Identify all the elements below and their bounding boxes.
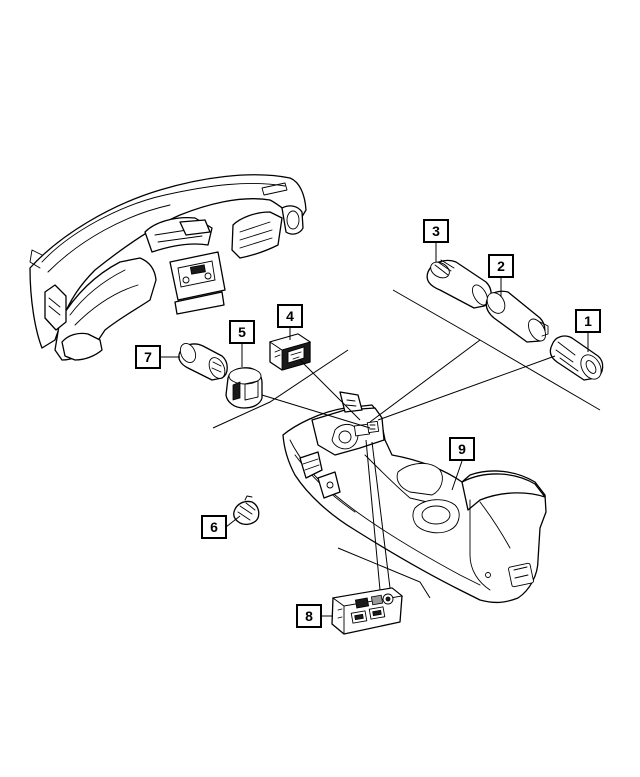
part-6-clip — [233, 495, 260, 525]
callout-1: 1 — [575, 309, 601, 333]
ref-line-bottom — [337, 547, 431, 599]
svg-text:9: 9 — [458, 441, 466, 457]
callout-9: 9 — [449, 437, 475, 461]
instrument-panel — [29, 174, 307, 361]
leader-lines — [160, 243, 601, 617]
part-2-sleeve — [485, 290, 549, 343]
ref-line-right-2 — [369, 339, 481, 423]
callout-4: 4 — [277, 304, 303, 328]
svg-text:7: 7 — [144, 349, 152, 365]
part-1-knob — [549, 335, 604, 381]
center-console — [282, 391, 547, 604]
callout-7: 7 — [135, 345, 161, 369]
part-8-control-module — [331, 587, 404, 635]
leader-6 — [225, 515, 241, 528]
ref-line-left — [212, 349, 349, 429]
ref-line-switch-2 — [299, 359, 361, 421]
svg-text:8: 8 — [305, 608, 313, 624]
ref-line-right-3 — [377, 355, 556, 421]
ref-line-module-1 — [365, 439, 381, 591]
part-5-socket — [225, 367, 263, 409]
part-3-lighter-body — [426, 259, 492, 309]
part-7-cylinder — [178, 343, 228, 381]
svg-text:6: 6 — [210, 519, 218, 535]
callout-5: 5 — [229, 320, 255, 344]
leader-9 — [451, 460, 463, 491]
callout-6: 6 — [201, 515, 227, 539]
svg-text:3: 3 — [432, 223, 440, 239]
ref-line-switch — [261, 394, 371, 429]
ref-line-module-2 — [371, 441, 391, 589]
callout-3: 3 — [423, 219, 449, 243]
svg-text:2: 2 — [497, 258, 505, 274]
callout-8: 8 — [296, 604, 322, 628]
svg-text:5: 5 — [238, 324, 246, 340]
callout-2: 2 — [488, 254, 514, 278]
svg-text:1: 1 — [584, 313, 592, 329]
svg-text:4: 4 — [286, 308, 294, 324]
